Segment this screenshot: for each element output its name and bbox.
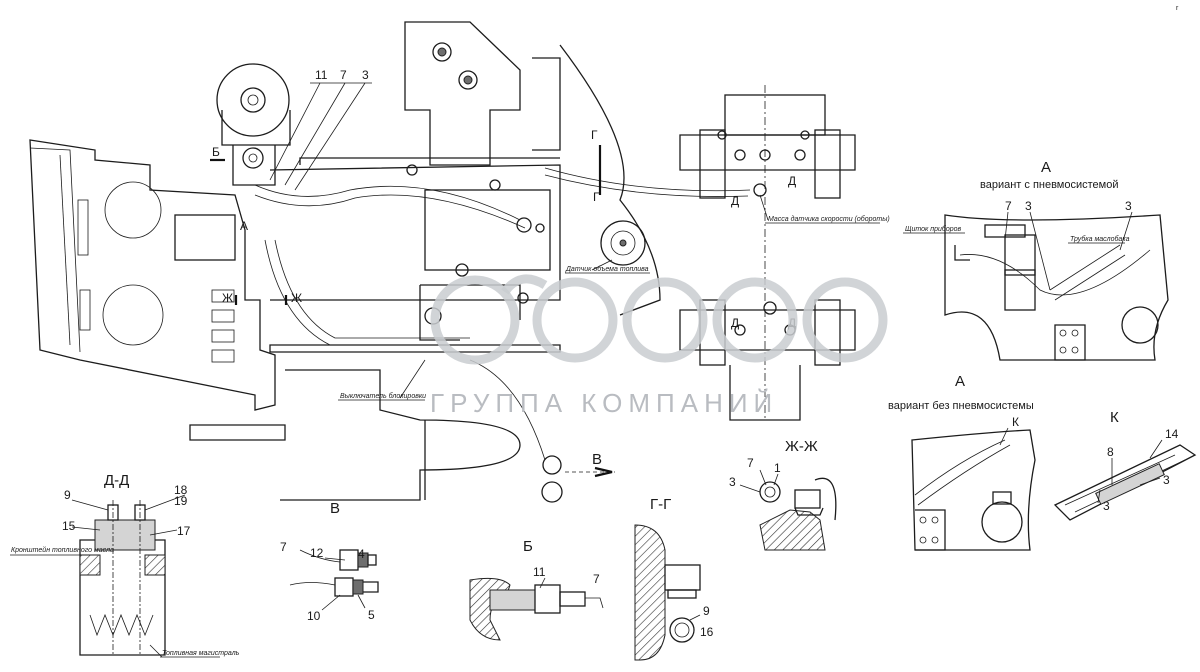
view-v: В 12 4 7 10 5 [280,500,379,623]
callout-7-b: 7 [593,572,600,586]
callout-7-zhzh: 7 [747,456,754,470]
view-a-with-pneumatics: А вариант с пневмосистемой 7 3 3 Щиток п… [903,159,1169,361]
view-dd-title: Д-Д [104,472,129,489]
main-assembly-view: В 11 7 3 Б Г Г Д Д Д Д А Ж Ж Масса датчи… [29,21,890,503]
callout-12-v: 12 [310,546,324,560]
label-speed-sensor: Масса датчика скорости (обороты) [768,215,890,223]
view-b-title: Б [523,538,533,555]
callout-18-dd: 18 [174,483,188,497]
view-zhzh-title: Ж-Ж [785,438,818,455]
callout-10-v: 10 [307,609,321,623]
callout-3-a1-left: 3 [1025,199,1032,213]
callout-9-dd: 9 [64,488,71,502]
view-d-d: Д-Д 9 18 19 15 17 Кронштейн топливного м… [10,472,240,658]
section-mark-d1: Д [731,194,739,208]
label-dd-left-note: Кронштейн топливного масла [11,546,114,554]
view-b: Б 11 7 [469,538,604,641]
view-a-without-pneumatics: А вариант без пневмосистемы К [888,373,1036,551]
callout-4-v: 4 [358,547,365,561]
view-a2-title: А [955,373,965,390]
view-g-g: Г-Г 9 16 [634,496,714,661]
view-zh-zh: Ж-Ж 7 1 3 [729,438,837,551]
label-fuel-sensor: Датчик объема топлива [565,265,649,273]
callout-7-main: 7 [340,68,347,82]
watermark-subtitle: ГРУППА КОМПАНИЙ [430,388,778,418]
section-mark-b-main: Б [212,145,220,159]
view-k: К 14 8 3 3 [1053,409,1197,521]
label-instrument-shield: Щиток приборов [905,225,962,233]
callout-k-a2: К [1012,415,1019,429]
callout-17-dd: 17 [177,524,191,538]
view-a1-title: А [1041,159,1051,176]
section-mark-a-main: А [240,219,248,233]
section-mark-d3: Д [731,316,739,330]
section-mark-g1: Г [591,128,598,142]
label-dd-bottom-note: Топливная магистраль [162,650,240,657]
callout-3-zhzh: 3 [729,475,736,489]
callout-7-a1: 7 [1005,199,1012,213]
callout-3-main: 3 [362,68,369,82]
corner-mark: r [1176,5,1179,12]
callout-16-gg: 16 [700,625,714,639]
view-gg-title: Г-Г [650,496,671,513]
callout-19-dd: 19 [174,494,188,508]
callout-11-main: 11 [315,68,328,82]
callout-3-k-right: 3 [1163,473,1170,487]
callout-1-zhzh: 1 [774,461,781,475]
callout-5-v: 5 [368,608,375,622]
section-mark-g2: Г [593,190,600,204]
callout-8-k: 8 [1107,445,1114,459]
view-v-title: В [330,500,340,517]
section-mark-zh1: Ж [222,291,233,305]
label-lock-switch: Выключатель блокировки [340,392,426,400]
section-mark-d2: Д [788,174,796,188]
view-a2-subtitle: вариант без пневмосистемы [888,400,1034,412]
callout-9-gg: 9 [703,604,710,618]
callout-3-k-bottom: 3 [1103,499,1110,513]
label-oil-tube: Трубка маслобака [1070,235,1130,243]
watermark: ГРУППА КОМПАНИЙ [430,274,888,418]
callout-11-b: 11 [533,565,546,579]
section-mark-zh2: Ж [291,291,302,305]
view-k-title: К [1110,409,1119,426]
callout-15-dd: 15 [62,519,76,533]
callout-7-v: 7 [280,540,287,554]
section-mark-v-main: В [592,451,602,468]
callout-14-k: 14 [1165,427,1179,441]
view-a1-subtitle: вариант с пневмосистемой [980,179,1119,191]
callout-3-a1-right: 3 [1125,199,1132,213]
